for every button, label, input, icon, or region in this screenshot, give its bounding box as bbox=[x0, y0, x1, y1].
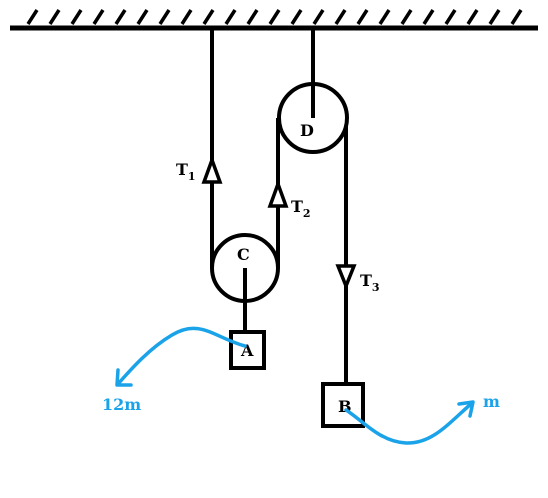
pulley-c-label: C bbox=[237, 245, 250, 264]
ceiling-hatch-line bbox=[488, 9, 501, 25]
block-a: A bbox=[229, 301, 266, 370]
ceiling-hatch-line bbox=[444, 9, 457, 25]
tension-arrows bbox=[201, 154, 357, 291]
ceiling-hatch-line bbox=[48, 9, 61, 25]
tension-t2-arrow bbox=[267, 178, 289, 208]
ceiling-hatch-line bbox=[400, 9, 413, 25]
ceiling-hatch-line bbox=[136, 9, 149, 25]
mass-b-pointer-arrowhead bbox=[457, 400, 475, 418]
ceiling-hatch-line bbox=[224, 9, 237, 25]
ceiling-hatch-line bbox=[268, 9, 281, 25]
ceiling-hatch-line bbox=[510, 9, 523, 25]
pulley-c: C bbox=[210, 233, 280, 303]
ceiling-hatch-line bbox=[422, 9, 435, 25]
block-b-box bbox=[321, 382, 365, 428]
ceiling bbox=[10, 9, 538, 31]
tension-t3-arrow bbox=[335, 264, 357, 291]
ceiling-hatch-line bbox=[114, 9, 127, 25]
ceiling-hatch-line bbox=[334, 9, 347, 25]
ceiling-hatch-line bbox=[180, 9, 193, 25]
pulley-d-label: D bbox=[300, 121, 314, 140]
ceiling-hatch-line bbox=[202, 9, 215, 25]
ceiling-hatch-line bbox=[466, 9, 479, 25]
pulley-d: D bbox=[277, 82, 349, 154]
ceiling-hatch-line bbox=[158, 9, 171, 25]
ceiling-hatch-line bbox=[378, 9, 391, 25]
ceiling-hatch-line bbox=[92, 9, 105, 25]
block-a-box bbox=[229, 330, 266, 370]
tension-t3-label: T3 bbox=[360, 271, 380, 294]
mass-annotations bbox=[115, 326, 475, 445]
mass-b-pointer-curve bbox=[344, 401, 474, 445]
ceiling-hatch-line bbox=[70, 9, 83, 25]
tension-t1-arrow bbox=[201, 154, 223, 184]
ceiling-hatch-line bbox=[26, 9, 39, 25]
ceiling-hatching bbox=[26, 9, 523, 25]
mass-a-label: 12m bbox=[102, 395, 141, 414]
block-b: B bbox=[321, 382, 365, 428]
ceiling-hatch-line bbox=[312, 9, 325, 25]
ceiling-hatch-line bbox=[356, 9, 369, 25]
ceiling-hatch-line bbox=[290, 9, 303, 25]
mass-b-label: m bbox=[483, 392, 500, 411]
tension-t2-label: T2 bbox=[291, 197, 311, 220]
tension-t1-label: T1 bbox=[176, 160, 196, 183]
ceiling-hatch-line bbox=[246, 9, 259, 25]
mass-a-pointer-arrowhead bbox=[115, 368, 133, 387]
mass-a-pointer-curve bbox=[116, 326, 247, 386]
